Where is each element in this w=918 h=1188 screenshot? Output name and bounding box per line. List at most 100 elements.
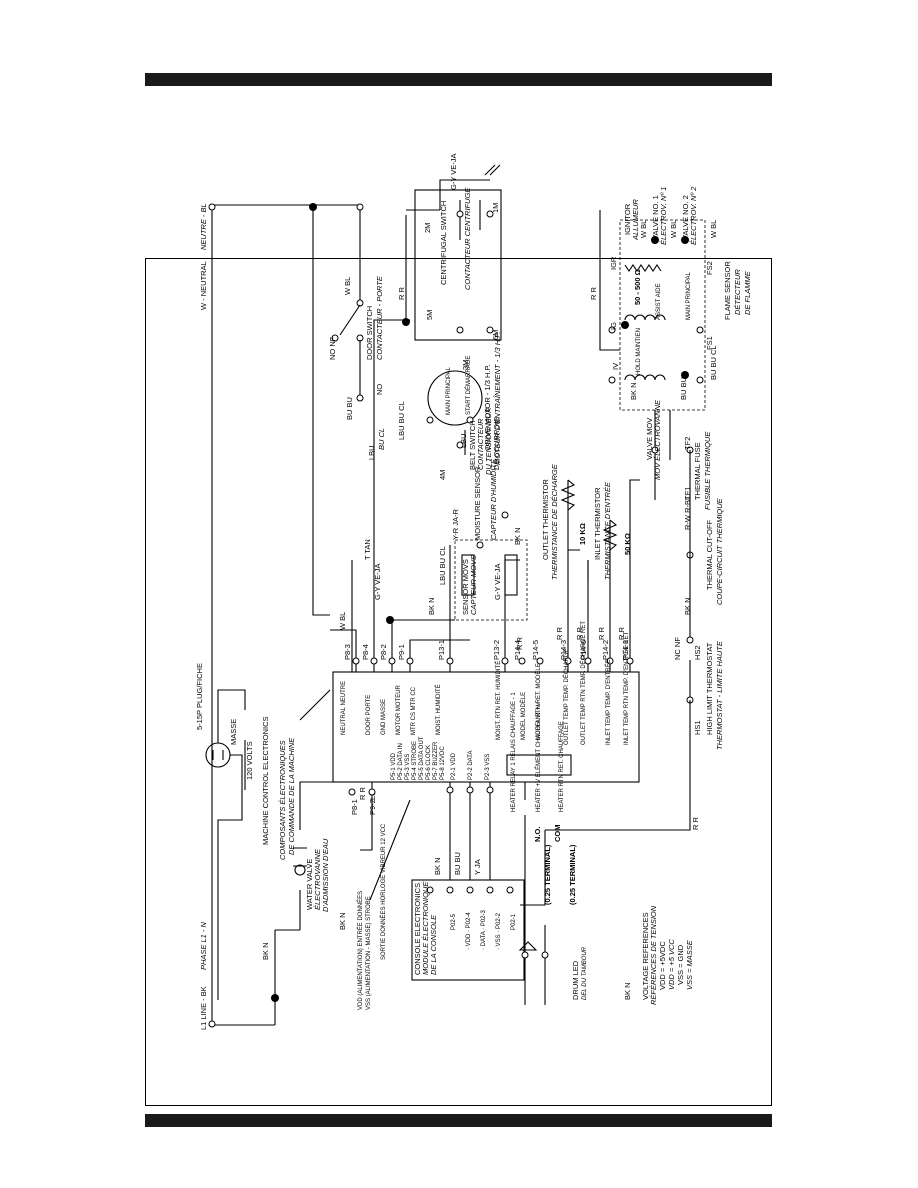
flame-fr2: DE FLAMME: [743, 270, 752, 315]
tf2-label: TF2: [683, 437, 692, 450]
drum-led-fr-label: DEL DU TAMBOUR: [582, 946, 588, 1000]
r-r-gas: R R: [589, 287, 598, 301]
p14-3: P14-3: [559, 640, 568, 660]
r-r-bottom: R R: [691, 817, 700, 831]
water-valve-label: WATER VALVE: [305, 859, 314, 910]
sortie-note: SORTIE DONNÉES HORLOGE VIBREUR 12 VCC: [380, 823, 387, 960]
board-pin-motor: MOTOR MOTEUR: [396, 684, 402, 735]
tf1-label: TF1: [683, 487, 692, 500]
m6-label: 6M: [491, 330, 500, 340]
board-pin-gnd: GND MASSE: [381, 699, 387, 735]
voltage-refs-fr: RÉFÉRENCES DE TENSION: [649, 905, 658, 1005]
plug-label: 5-15P PLUG/FICHE: [195, 663, 204, 730]
p5-8: P5-8 12VDC: [440, 746, 446, 780]
vdd-note: VDD (ALIMENTATION) ENTRÉE DONNÉES: [357, 891, 364, 1010]
moisture-sensor-label: MOISTURE SENSOR: [473, 466, 482, 540]
neutre-label: NEUTRE - BL: [199, 203, 208, 250]
drum-led-label: DRUM LED: [571, 960, 580, 1000]
valve2-fr: ÉLECTROV. Nº 2: [689, 186, 698, 245]
r-r-board: R R: [358, 787, 367, 801]
nc-nf-label: NC NF: [673, 637, 682, 660]
high-limit-fr: THERMOSTAT - LIMITE HAUTE: [715, 640, 724, 750]
vss-eq-fr: VSS = MASSE: [685, 939, 694, 990]
w-bl-valve2: W BL: [709, 220, 718, 238]
centrifugal-fr-label: CONTACTEUR CENTRIFUGE: [463, 187, 472, 290]
drive-motor-circle: [427, 370, 483, 426]
door-switch: [331, 260, 364, 402]
ig-label: IG: [609, 322, 618, 330]
main-principal-motor: MAIN PRINCIPAL: [446, 366, 452, 415]
bk-n-moisture: BK N: [513, 527, 522, 545]
belt-switch-fr1: CONTACTEUR: [476, 418, 485, 470]
m3-label: 3M: [461, 360, 470, 370]
board-pin-outlet-rtn: OUTLET TEMP RTN TEMP. DÉCHARGE RET: [580, 621, 587, 745]
belt-switch-fr2: DU TENSIONNEUR: [484, 407, 493, 475]
r-r-inlet: R R: [597, 627, 606, 641]
water-valve-fr1: ÉLECTROVANNE: [313, 848, 322, 910]
bu-cl-label: BU CL: [377, 428, 386, 450]
main-principal-gas: MAIN PRINCIPAL: [686, 271, 692, 320]
board-pin-inlet: INLET TEMP TEMP. D'ENTRÉE: [605, 659, 612, 745]
thermistors: [560, 479, 640, 590]
console-pin-5: P02-5: [451, 913, 457, 930]
p14-1: P14-1: [621, 640, 630, 660]
hs2-label: HS2: [693, 645, 702, 660]
thermal-fuse-fr: FUSIBLE THERMIQUE: [703, 431, 712, 510]
board-pin-outlet: OUTLET TEMP TEMP. DÉCHARGE: [563, 649, 570, 745]
line-junction: [271, 994, 279, 1002]
board-pin-moist: MOIST. HUMIDITÉ: [435, 684, 442, 735]
igr-label: IGR: [609, 256, 618, 270]
valve2-label: VALVE NO. 2: [681, 195, 690, 240]
bk-n-left: BK N: [261, 942, 270, 960]
console-arrow: [369, 799, 411, 901]
water-valve: [293, 560, 376, 930]
board-pin-model: MODEL MODÈLE: [520, 692, 527, 740]
bk-n-sensor: BK N: [427, 597, 436, 615]
high-limit-label: HIGH LIMIT THERMOSTAT: [705, 642, 714, 735]
moisture-sensor: [386, 511, 528, 624]
outlet-val: 10 KΩ: [578, 523, 587, 545]
volts-label: 120 VOLTS: [245, 741, 254, 780]
w-bl-ignitor: W BL: [639, 220, 648, 238]
board-pin-door: DOOR PORTE: [366, 695, 372, 735]
assist-label: ASSIST AIDE: [656, 283, 662, 320]
p13-2: P13-2: [492, 640, 501, 660]
terminal2-label: (0.25 TERMINAL): [568, 844, 577, 905]
inlet-therm-fr: THERMISTANCE D'ENTRÉE: [603, 481, 612, 580]
w-neutral-label: W - NEUTRAL: [199, 261, 208, 310]
board-pin-neutral: NEUTRAL NEUTRE: [341, 681, 347, 735]
machine-control-board: [332, 671, 640, 783]
vdd-eq-fr: VDD = +5 VCC: [667, 939, 676, 990]
thermal-cutoff-fr: COUPE-CIRCUIT THERMIQUE: [715, 497, 724, 605]
r-r-top: R R: [397, 287, 406, 301]
bu-bu-p2: BU BU: [453, 852, 462, 875]
outlet-therm-fr: THERMISTANCE DE DÉCHARGE: [550, 463, 559, 580]
gy-veja-sensor: G-Y VE-JA: [493, 563, 502, 600]
terminal1-label: (0.25 TERMINAL): [543, 844, 552, 905]
plug-symbol: [205, 689, 246, 1000]
masse-label: MASSE: [229, 719, 238, 745]
p8-4: P8-4: [361, 644, 370, 660]
y-ja-p2: Y JA: [473, 859, 482, 875]
l1-phase-label: PHASE L1 - N: [199, 921, 208, 970]
inlet-val: 50 KΩ: [623, 533, 632, 555]
bottom-black-bar: [145, 1114, 772, 1127]
drive-motor-label: DRIVE MOTOR - 1/3 H.P.: [483, 364, 492, 450]
p9-2: P9-2: [368, 799, 377, 815]
r-r-inlet2: R R: [617, 627, 626, 641]
no-nf-label: NO NF: [328, 336, 337, 360]
diagram-frame: [145, 258, 772, 1106]
mce-fr2-label: DE COMMANDE DE LA MACHINE: [287, 737, 296, 855]
p5-2: P5-2 DATA IN: [398, 743, 404, 780]
com-label: COM: [553, 825, 562, 843]
gas-valve-section: [545, 210, 706, 831]
console-pin-4: · VDD · P02-4: [466, 912, 472, 950]
ignitor-fr: ALLUMEUR: [631, 199, 640, 241]
t-tan-label: T TAN: [363, 539, 372, 560]
gy-veja-board: G-Y VE-JA: [373, 563, 382, 600]
n-o-label: N.O.: [533, 827, 542, 842]
p5-7: P5-7 BUZZER: [433, 741, 439, 780]
vdd-eq: VDD = +5VDC: [658, 941, 667, 990]
voltage-refs-label: VOLTAGE REFERENCES: [641, 912, 650, 1000]
iv-label: IV: [611, 363, 620, 370]
